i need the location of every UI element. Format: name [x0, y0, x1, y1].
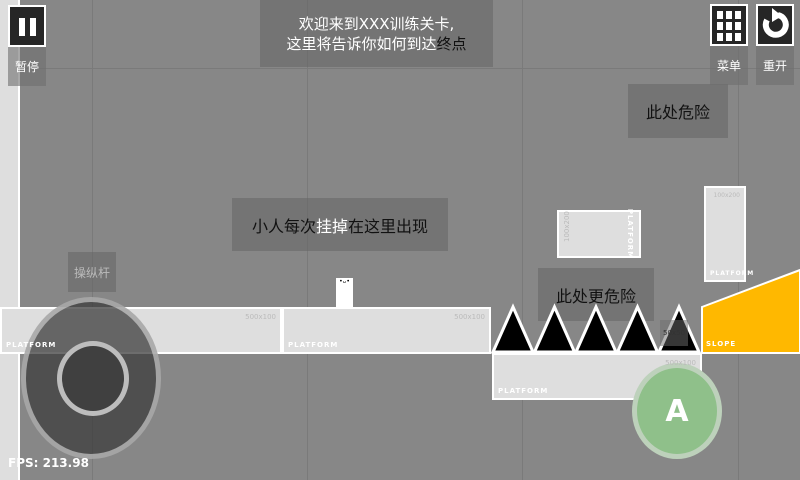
joystick[interactable] [21, 297, 161, 459]
grid-line [92, 0, 93, 480]
fps-counter: FPS: 213.98 [8, 456, 89, 470]
menu-label: 菜单 [710, 46, 748, 85]
grid-line [522, 0, 523, 480]
restart-label: 重开 [756, 46, 794, 85]
spike [532, 303, 577, 354]
pause-label: 暂停 [8, 47, 46, 86]
welcome-tip: 欢迎来到XXX训练关卡, 这里将告诉你如何到达终点 [260, 0, 493, 67]
platform-size: 100x200 [713, 192, 740, 199]
welcome-goal-text: 终点 [436, 34, 467, 53]
left-wall [0, 0, 20, 480]
slope-label: SLOPE [706, 340, 737, 348]
restart-icon [762, 8, 789, 38]
platform-size: 500x100 [665, 359, 696, 367]
platform-label: PLATFORM [6, 341, 57, 349]
respawn-highlight: 挂掉 [315, 216, 348, 236]
small-box: 50x50 [660, 320, 688, 346]
welcome-line2: 这里将告诉你如何到达终点 [286, 34, 466, 54]
platform-label: PLATFORM [625, 208, 634, 260]
danger-tip: 此处危险 [628, 84, 728, 138]
spike [615, 303, 660, 354]
spike [573, 303, 619, 354]
respawn-text: 在这里出现 [348, 216, 429, 236]
menu-button[interactable] [710, 4, 748, 46]
platform-label: PLATFORM [288, 341, 339, 349]
platform-label: PLATFORM [710, 270, 755, 277]
respawn-tip: 小人每次挂掉在这里出现 [232, 198, 448, 251]
platform-size: 500x100 [454, 313, 485, 321]
grid-menu-icon [717, 11, 741, 41]
jump-button[interactable]: A [632, 363, 722, 459]
slope [701, 268, 800, 354]
platform-size: 100x200 [563, 211, 571, 242]
pause-icon [30, 18, 36, 36]
player: •ᴗ• [336, 278, 353, 307]
respawn-text: 小人每次 [251, 216, 316, 236]
platform-size: 500x100 [245, 313, 276, 321]
joystick-label: 操纵杆 [68, 252, 116, 292]
grid-line [0, 68, 800, 69]
welcome-line1: 欢迎来到XXX训练关卡, [298, 14, 455, 33]
spike [490, 303, 536, 354]
platform-label: PLATFORM [498, 387, 549, 395]
pause-button[interactable] [8, 5, 46, 47]
platform: 100x200 PLATFORM [557, 208, 641, 260]
welcome-line2-text: 这里将告诉你如何到达 [286, 34, 437, 53]
restart-button[interactable] [756, 4, 794, 46]
joystick-knob[interactable] [57, 341, 129, 416]
pause-icon [19, 18, 25, 36]
